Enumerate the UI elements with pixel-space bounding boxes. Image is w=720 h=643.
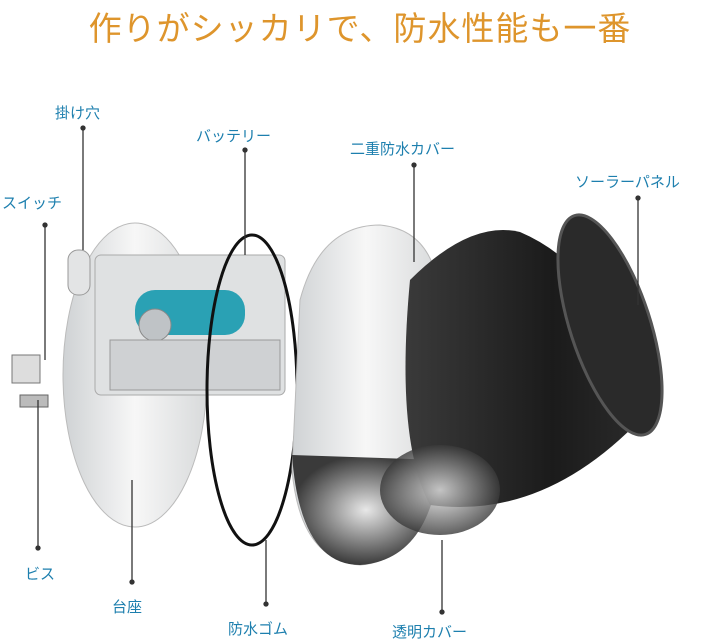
label-clear-cover: 透明カバー <box>392 623 468 641</box>
label-rubber: 防水ゴム <box>228 620 289 638</box>
label-battery: バッテリー <box>196 127 272 145</box>
solar-panel <box>556 213 664 437</box>
headline: 作りがシッカリで、防水性能も一番 <box>88 9 632 48</box>
label-switch: スイッチ <box>2 194 63 212</box>
label-solar-panel: ソーラーパネル <box>575 173 680 191</box>
label-double-cover: 二重防水カバー <box>350 140 456 158</box>
label-hook-hole: 掛け穴 <box>55 104 101 122</box>
clear-lens <box>380 445 500 535</box>
label-base: 台座 <box>112 598 143 616</box>
label-screw: ビス <box>25 565 56 583</box>
hook <box>67 249 91 296</box>
switch-part <box>11 354 41 384</box>
screw-part <box>19 394 49 408</box>
